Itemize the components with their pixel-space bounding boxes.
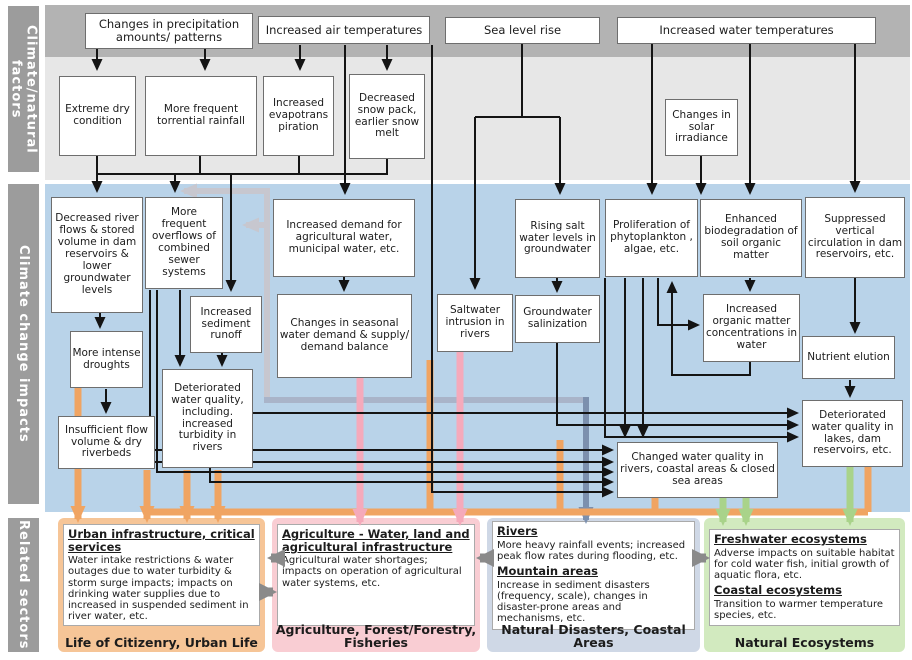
factor-box-solar-irradiance: Changes in solar irradiance <box>665 99 738 156</box>
factor-box-snow-pack: Decreased snow pack, earlier snow melt <box>349 74 425 159</box>
panel-urban-heading: Urban infrastructure, critical services <box>68 527 255 554</box>
panel-natural-ecosystems: Freshwater ecosystems Adverse impacts on… <box>704 518 905 652</box>
sidebar-label-climate-factors: Climate/natural factors <box>8 6 39 172</box>
panel-rivers-body: More heavy rainfall events; increased pe… <box>497 539 686 562</box>
panel-agriculture-heading: Agriculture - Water, land and agricultur… <box>282 527 470 554</box>
panel-urban-footer: Life of Citizenry, Urban Life <box>65 634 258 650</box>
impact-box-saltwater-intrusion: Saltwater intrusion in rivers <box>437 294 513 352</box>
panel-urban-card: Urban infrastructure, critical services … <box>63 524 260 626</box>
impact-box-sediment-runoff: Increased sediment runoff <box>190 296 262 353</box>
impact-box-seasonal-demand: Changes in seasonal water demand & suppl… <box>277 294 412 378</box>
sidebar-label-climate-impacts: Climate change impacts <box>8 184 39 504</box>
impact-box-suppressed-circulation: Suppressed vertical circulation in dam r… <box>805 197 905 278</box>
impact-box-river-flows: Decreased river flows & stored volume in… <box>51 197 143 313</box>
impact-box-water-demand: Increased demand for agricultural water,… <box>273 199 415 277</box>
panel-agriculture-footer: Agriculture, Forest/Forestry, Fisheries <box>275 621 477 650</box>
impact-box-insufficient-flow: Insufficient flow volume & dry riverbeds <box>58 416 155 469</box>
panel-agriculture-card: Agriculture - Water, land and agricultur… <box>277 524 475 626</box>
impact-box-changed-quality: Changed water quality in rivers, coastal… <box>617 442 778 498</box>
impact-box-organic-matter: Increased organic matter concentrations … <box>703 294 800 362</box>
panel-disasters-footer: Natural Disasters, Coastal Areas <box>501 621 686 650</box>
factor-box-sea-level-rise: Sea level rise <box>445 17 600 44</box>
panel-agriculture-body: Agricultural water shortages; impacts on… <box>282 555 462 589</box>
factor-box-torrential-rainfall: More frequent torrential rainfall <box>145 76 257 156</box>
impact-box-intense-droughts: More intense droughts <box>70 331 143 388</box>
panel-ecosystems-footer: Natural Ecosystems <box>734 634 875 650</box>
factor-box-precipitation: Changes in precipitation amounts/ patter… <box>85 13 253 49</box>
sidebar-label-related-sectors: Related sectors <box>8 518 39 652</box>
panel-mountain-body: Increase in sediment disasters (frequenc… <box>497 579 650 625</box>
impact-box-sewer-overflows: More frequent overflows of combined sewe… <box>145 197 223 289</box>
impact-box-rising-salt-water: Rising salt water levels in groundwater <box>515 199 600 278</box>
panel-urban-body: Water intake restrictions & water outage… <box>68 555 249 623</box>
panel-urban-infrastructure: Urban infrastructure, critical services … <box>58 518 265 652</box>
panel-agriculture: Agriculture - Water, land and agricultur… <box>272 518 480 652</box>
panel-disasters-card: Rivers More heavy rainfall events; incre… <box>492 521 695 630</box>
panel-ecosystems-card: Freshwater ecosystems Adverse impacts on… <box>709 529 900 626</box>
impact-box-lakes-quality: Deteriorated water quality in lakes, dam… <box>802 400 903 467</box>
panel-coastal-body: Transition to warmer temperature species… <box>714 598 884 622</box>
factor-box-extreme-dry: Extreme dry condition <box>59 76 136 156</box>
impact-box-turbidity: Deteriorated water quality, including. i… <box>162 369 253 468</box>
panel-natural-disasters: Rivers More heavy rainfall events; incre… <box>487 518 700 652</box>
factor-box-water-temperatures: Increased water temperatures <box>617 17 876 44</box>
impact-box-nutrient-elution: Nutrient elution <box>802 336 895 379</box>
panel-rivers-heading: Rivers <box>497 524 538 538</box>
impact-box-groundwater-salinization: Groundwater salinization <box>515 295 600 343</box>
panel-freshwater-body: Adverse impacts on suitable habitat for … <box>714 547 895 582</box>
impact-box-biodegradation: Enhanced biodegradation of soil organic … <box>700 199 802 277</box>
factor-box-air-temperatures: Increased air temperatures <box>258 16 430 44</box>
panel-freshwater-heading: Freshwater ecosystems <box>714 532 867 546</box>
factor-box-evapotranspiration: Increased evapotrans piration <box>263 76 334 156</box>
panel-mountain-heading: Mountain areas <box>497 564 598 579</box>
panel-coastal-heading: Coastal ecosystems <box>714 583 842 598</box>
impact-box-phytoplankton: Proliferation of phytoplankton , algae, … <box>605 199 698 277</box>
